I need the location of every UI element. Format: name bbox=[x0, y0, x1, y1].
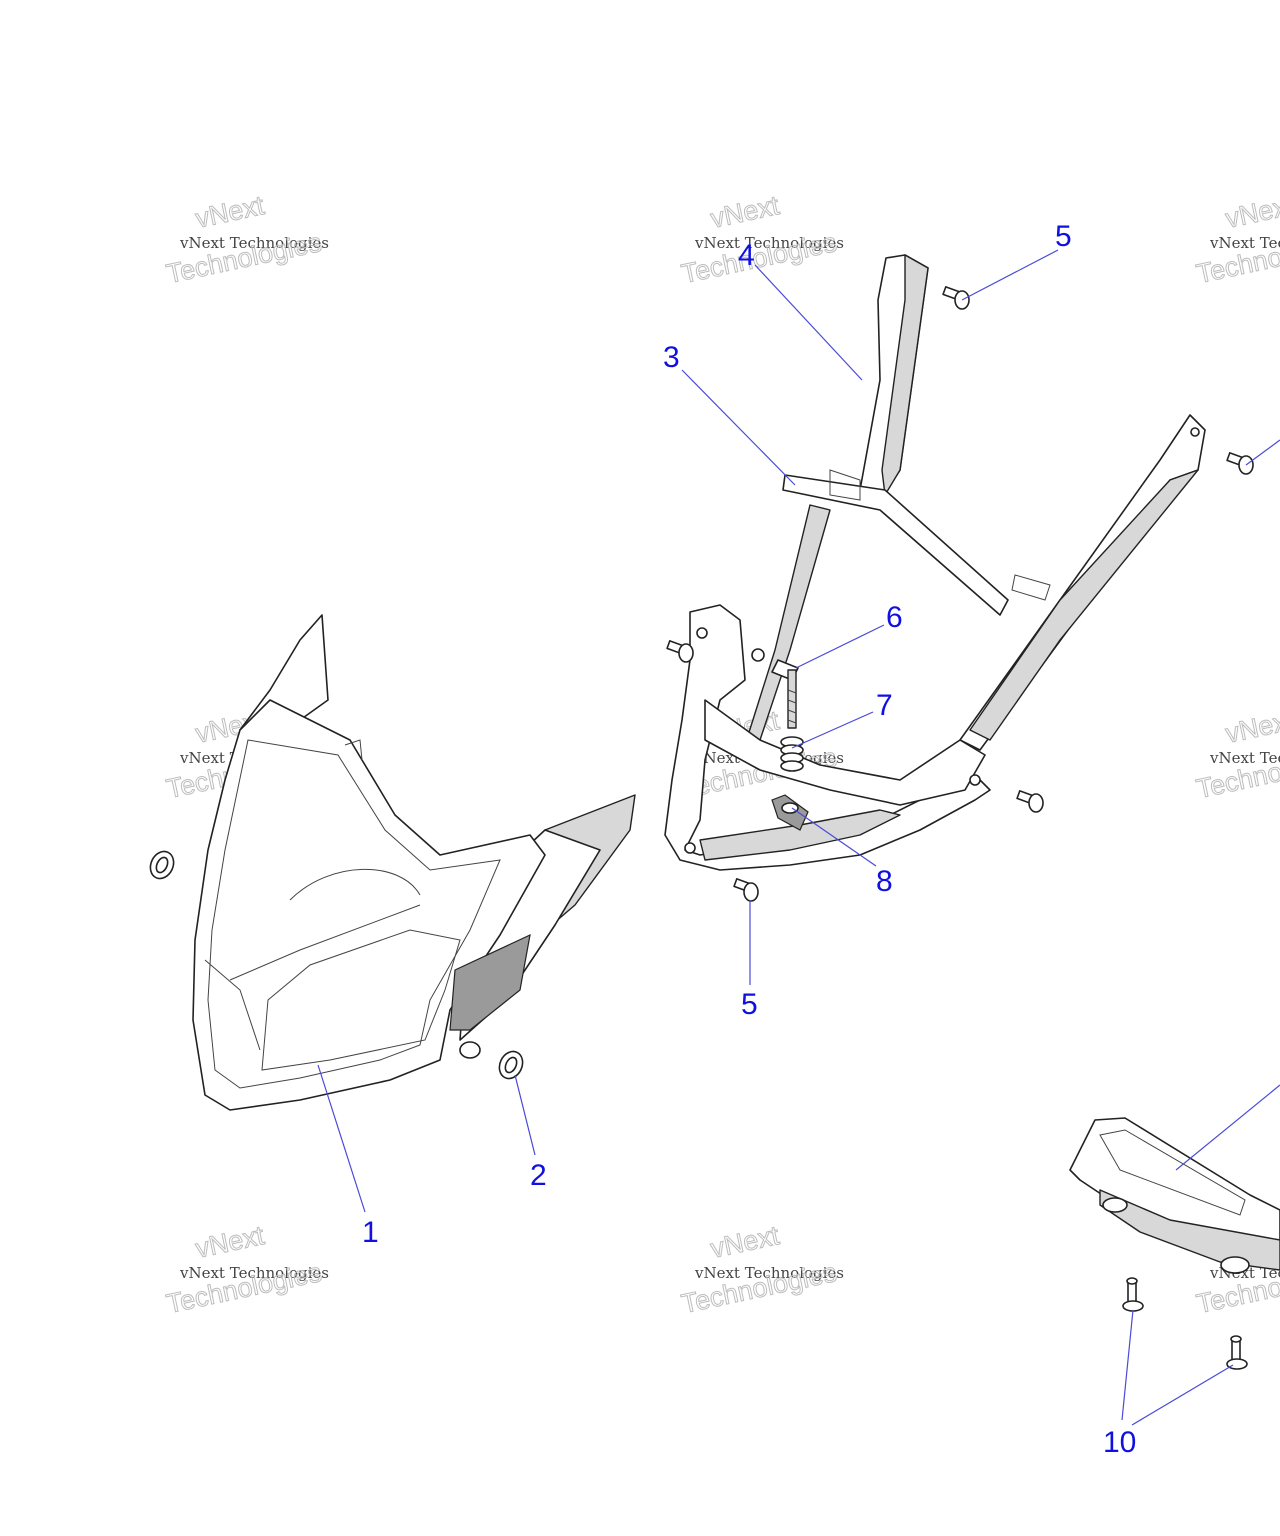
leader-8 bbox=[791, 807, 877, 867]
clip-nut bbox=[771, 794, 809, 831]
leader-10-right bbox=[1131, 1364, 1234, 1426]
watermark-line: vNext Technologies bbox=[1209, 234, 1280, 252]
watermark-vnext: vNext bbox=[193, 1220, 267, 1264]
leader-lines bbox=[317, 249, 1280, 1426]
callout-4: 4 bbox=[738, 239, 755, 272]
callout-5-top: 5 bbox=[1055, 220, 1072, 253]
watermark-top-left: vNext vNext Technologies Technologies bbox=[163, 190, 329, 290]
watermark-line: vNext Technologies bbox=[179, 1264, 329, 1282]
watermark-line: vNext Technologies bbox=[694, 1264, 844, 1282]
watermark-bottom-left: vNext vNext Technologies Technologies bbox=[163, 1220, 329, 1320]
grommet-left bbox=[149, 850, 175, 880]
leader-5-top bbox=[961, 249, 1059, 301]
callout-10: 10 bbox=[1103, 1426, 1136, 1459]
watermark-vnext: vNext bbox=[708, 1220, 782, 1264]
leader-9-partial bbox=[1175, 1084, 1280, 1171]
callouts: 1 2 3 4 5 5 6 7 8 10 bbox=[362, 220, 1136, 1459]
callout-8: 8 bbox=[876, 865, 893, 898]
watermark-bottom-center: vNext vNext Technologies Technologies bbox=[678, 1220, 844, 1320]
watermark-line: vNext Technologies bbox=[694, 234, 844, 252]
leader-4 bbox=[754, 264, 863, 381]
watermark-line: vNext Technologies bbox=[179, 234, 329, 252]
callout-1: 1 bbox=[362, 1216, 379, 1249]
watermark-vnext: vNext bbox=[708, 190, 782, 234]
grommet-right bbox=[498, 1050, 524, 1080]
screw-left-frame bbox=[666, 640, 694, 663]
headlight-bracket bbox=[664, 254, 1206, 871]
watermark-line: vNext Technologies bbox=[1209, 749, 1280, 767]
callout-2: 2 bbox=[530, 1159, 547, 1192]
leader-1 bbox=[317, 1064, 366, 1213]
watermark-top-right: vNext vNext Technologies Technologies bbox=[1193, 190, 1280, 290]
screw-bottom bbox=[733, 878, 759, 902]
watermark-vnext: vNext bbox=[1223, 190, 1280, 234]
leader-5-right-partial bbox=[1245, 439, 1280, 466]
adjuster-bolt bbox=[771, 659, 799, 729]
watermark-vnext: vNext bbox=[193, 190, 267, 234]
leader-3 bbox=[681, 369, 796, 486]
spring bbox=[780, 736, 804, 772]
callout-6: 6 bbox=[886, 601, 903, 634]
lower-cover bbox=[1069, 1117, 1280, 1274]
leader-7 bbox=[791, 711, 874, 749]
headlight-assembly bbox=[192, 614, 636, 1111]
leader-2 bbox=[514, 1074, 536, 1156]
screw-right-frame bbox=[1016, 790, 1044, 813]
leader-10-left bbox=[1121, 1309, 1134, 1421]
watermark-mid-right: vNext vNext Technologies Technologies bbox=[1193, 705, 1280, 805]
leader-6 bbox=[795, 624, 885, 669]
watermark-top-center: vNext vNext Technologies Technologies bbox=[678, 190, 844, 290]
callout-5-bottom: 5 bbox=[741, 988, 758, 1021]
callout-3: 3 bbox=[663, 341, 680, 374]
callout-7: 7 bbox=[876, 689, 893, 722]
pin-screw-right bbox=[1226, 1335, 1248, 1370]
watermark-vnext: vNext bbox=[1223, 705, 1280, 749]
pin-screw-left bbox=[1122, 1277, 1144, 1312]
